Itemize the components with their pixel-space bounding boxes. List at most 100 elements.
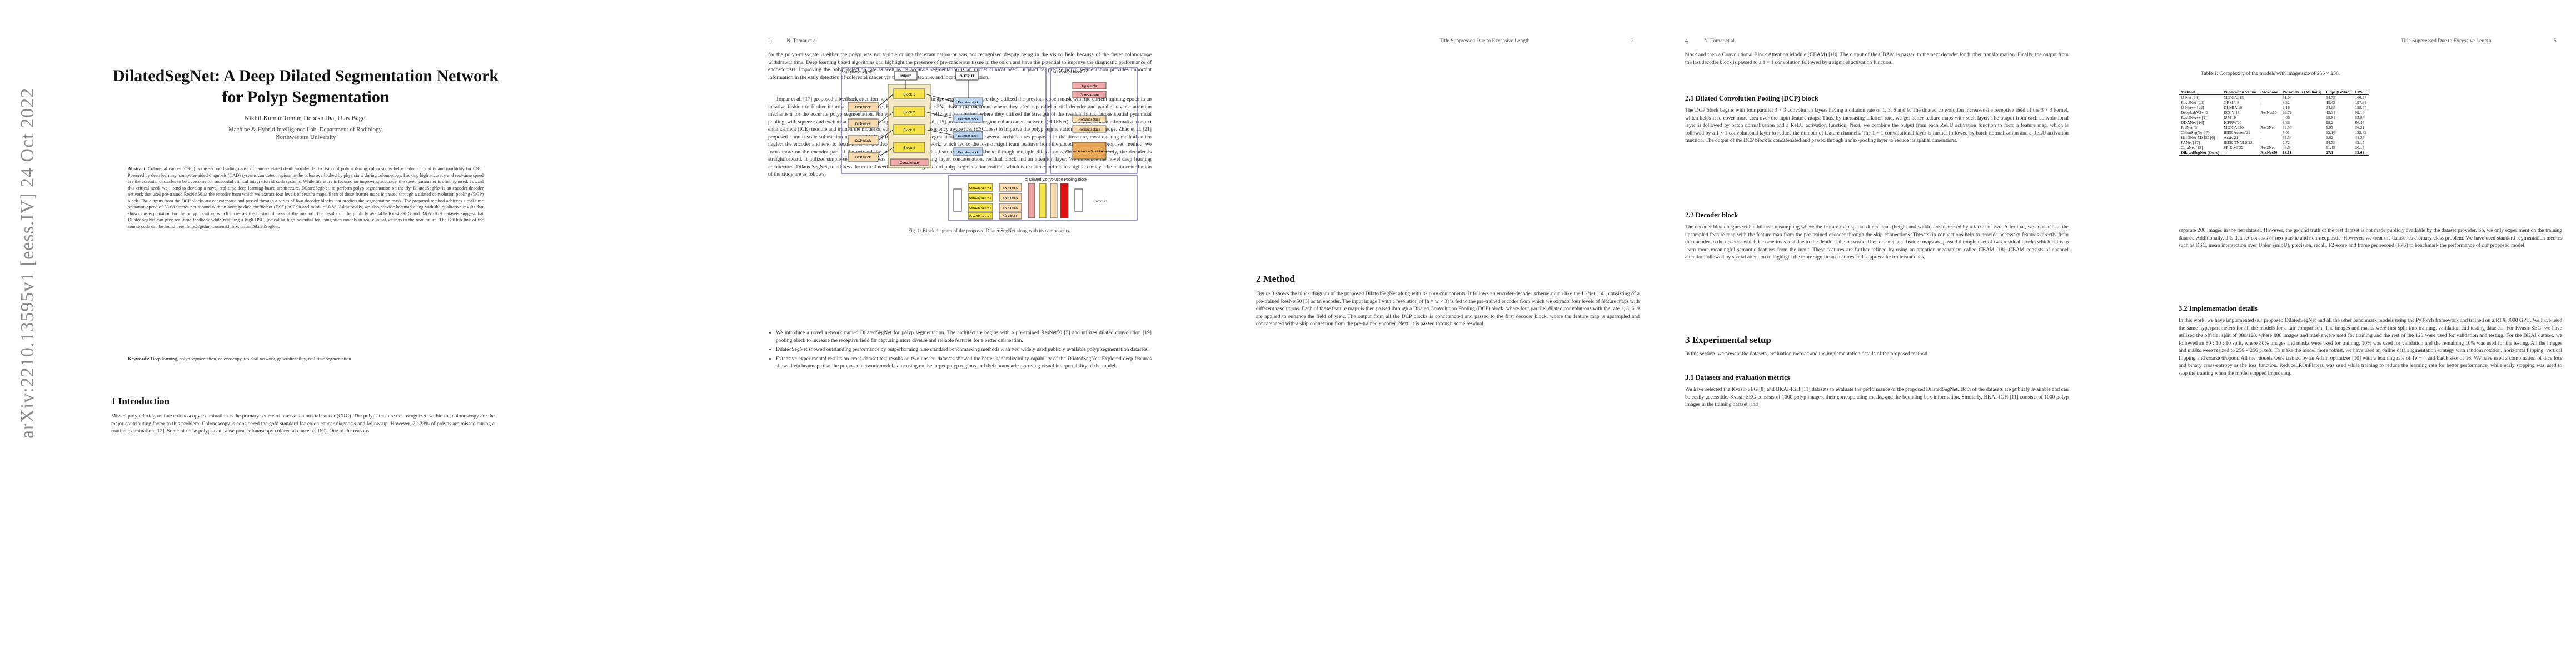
table-cell: DDANet [16] bbox=[2181, 120, 2204, 125]
table-header-cell: FPS bbox=[2353, 89, 2369, 95]
table-cell: 33.34 bbox=[2282, 135, 2292, 140]
table-cell: 15.81 bbox=[2325, 115, 2335, 120]
affiliation: Machine & Hybrid Intelligence Lab, Depar… bbox=[106, 126, 506, 141]
skip-1 bbox=[924, 93, 954, 102]
exp-heading: 3 Experimental setup bbox=[1685, 335, 1771, 345]
output-label: OUTPUT bbox=[960, 74, 975, 78]
table-cell: CaraNet [13] bbox=[2181, 145, 2203, 150]
table-cell: 33.68 bbox=[2353, 150, 2369, 156]
decoder-label-2: Decoder block bbox=[958, 118, 978, 121]
impl-heading: 3.2 Implementation details bbox=[2179, 305, 2258, 312]
conv-rate-1-label: Conv2D rate = 1 bbox=[969, 187, 991, 190]
table-cell: ResNet50 bbox=[2260, 110, 2277, 115]
table-cell: - bbox=[2260, 135, 2262, 140]
contributions-list: We introduce a novel network named Dilat… bbox=[768, 329, 1152, 372]
dcp-maxpool-bar bbox=[1060, 183, 1069, 218]
dcp-link-3 bbox=[878, 129, 894, 141]
block-2-label: Block 2 bbox=[903, 111, 915, 115]
table-header-cell: Backbone bbox=[2258, 89, 2280, 95]
p4-intro: block and then a Convolutional Block Att… bbox=[1685, 52, 2069, 66]
bn-relu-3-label: BN + ReLU bbox=[1003, 207, 1018, 210]
table-header-cell: Method bbox=[2179, 89, 2221, 95]
para-1: for the polyp-miss-rate is either the po… bbox=[768, 52, 1152, 81]
table-cell: 18.11 bbox=[2280, 150, 2324, 156]
abstract: Abstract. Colorectal cancer (CRC) is the… bbox=[128, 166, 484, 230]
table-cell: 36.21 bbox=[2355, 125, 2365, 130]
page-number: 2 bbox=[768, 38, 771, 44]
bn-relu-3 bbox=[999, 203, 1022, 212]
contribution-1: We introduce a novel network named Dilat… bbox=[776, 329, 1152, 344]
page-1: arXiv:2210.13595v1 [eess.IV] 24 Oct 2022… bbox=[0, 0, 622, 667]
block-3-label: Block 3 bbox=[903, 128, 915, 132]
table-cell: ISM'19 bbox=[2223, 115, 2236, 120]
p5-para-1: separate 200 images in the test dataset.… bbox=[2179, 227, 2562, 248]
table-cell: MICCAI'15 bbox=[2223, 95, 2244, 100]
dcp-link-2 bbox=[878, 111, 894, 124]
decoder-concat-box bbox=[1072, 91, 1107, 98]
intro-heading: 1 Introduction bbox=[111, 396, 170, 406]
table-cell: 5.01 bbox=[2282, 130, 2290, 135]
table-caption: Table 1: Complexity of the models with i… bbox=[2201, 71, 2340, 77]
bn-relu-4-label: BN + ReLU bbox=[1003, 215, 1018, 218]
residual-label-1: Residual block bbox=[1078, 118, 1100, 122]
table-cell: DLMIA'18 bbox=[2223, 105, 2243, 110]
dcp-output-box bbox=[1074, 188, 1083, 212]
table-cell: 166.27 bbox=[2355, 95, 2366, 100]
decoder-concat-label: Concatenate bbox=[1080, 94, 1099, 97]
method-text: Figure 3 shows the block diagram of the … bbox=[1256, 291, 1640, 327]
output-box bbox=[955, 71, 979, 81]
page-number-p5: 5 bbox=[2554, 38, 2557, 44]
table-header-cell: Flops (GMac) bbox=[2323, 89, 2353, 95]
table-cell: ResUNet [20] bbox=[2181, 100, 2204, 105]
dcp-label-3: DCP block bbox=[855, 140, 871, 143]
table-cell: ResUNet++ [9] bbox=[2181, 115, 2207, 120]
table-cell: - bbox=[2260, 105, 2262, 110]
dcp-label-4: DCP block bbox=[855, 156, 871, 160]
method-heading: 2 Method bbox=[1256, 273, 1295, 284]
table-header-cell: Publication Venue bbox=[2221, 89, 2259, 95]
dcp-conv1x1-bar bbox=[1039, 183, 1047, 218]
arxiv-stamp: arXiv:2210.13595v1 [eess.IV] 24 Oct 2022 bbox=[17, 72, 39, 439]
upsample-label: Upsample bbox=[1082, 85, 1097, 88]
conv-rate-6-label: Conv2D rate = 6 bbox=[969, 207, 991, 210]
conv-rate-6 bbox=[968, 203, 993, 212]
table-cell: 34.65 bbox=[2325, 105, 2335, 110]
running-head-p3: Title Suppressed Due to Excessive Length bbox=[1439, 38, 1530, 44]
affiliation-line-2: Northwestern University bbox=[275, 134, 336, 141]
contribution-2: DilatedSegNet showed outstanding perform… bbox=[776, 346, 1152, 354]
table-cell: ICPRW'20 bbox=[2223, 120, 2242, 125]
table-cell: - bbox=[2260, 95, 2262, 100]
table-cell: 94.75 bbox=[2325, 140, 2335, 145]
arxiv-stamp-text: arXiv:2210.13595v1 [eess.IV] 24 Oct 2022 bbox=[17, 87, 38, 439]
keywords-label: Keywords: bbox=[128, 356, 150, 361]
conv-rate-3-label: Conv2D rate = 3 bbox=[969, 197, 991, 200]
input-label: INPUT bbox=[900, 74, 911, 78]
table-cell: U-Net++ [22] bbox=[2181, 105, 2204, 110]
bn-relu-2 bbox=[999, 193, 1022, 202]
dcp-input-box bbox=[953, 188, 962, 212]
table-cell: - bbox=[2260, 130, 2262, 135]
table-cell: 86.46 bbox=[2355, 120, 2365, 125]
dcp-label-2: DCP block bbox=[855, 123, 871, 126]
dcp-link-1 bbox=[878, 93, 894, 107]
table-cell: 62.16 bbox=[2325, 130, 2335, 135]
table-cell: 122.42 bbox=[2355, 130, 2366, 135]
page-number-p3: 3 bbox=[1631, 38, 1634, 44]
bn-relu-1-label: BN + ReLU bbox=[1003, 187, 1018, 190]
dcp-label-1: DCP block bbox=[855, 106, 871, 109]
concatenate-label: Concatenate bbox=[900, 162, 919, 165]
table-cell: 11.48 bbox=[2325, 145, 2335, 150]
table-cell: ECCV'18 bbox=[2223, 110, 2240, 115]
table-cell: 31.04 bbox=[2282, 95, 2292, 100]
table-cell: 20.13 bbox=[2355, 145, 2365, 150]
authors: Nikhil Kumar Tomar, Debesh Jha, Ulas Bag… bbox=[244, 114, 367, 122]
residual-box-2 bbox=[1072, 125, 1107, 133]
cbam-box bbox=[1072, 142, 1107, 160]
conv-rate-1 bbox=[968, 183, 993, 192]
figure-caption: Fig. 1: Block diagram of the proposed Di… bbox=[908, 228, 1070, 233]
